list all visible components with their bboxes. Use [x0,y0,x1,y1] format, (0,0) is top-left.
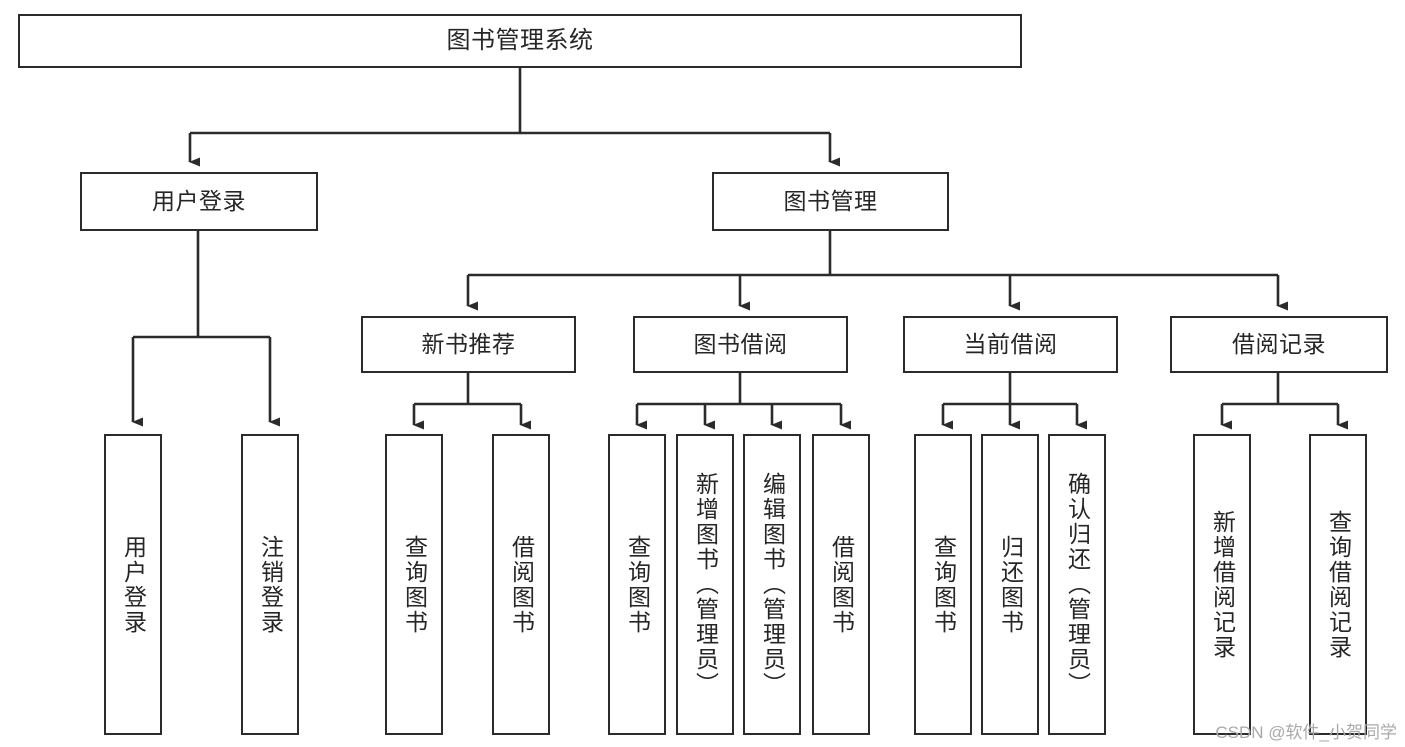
leaf-label: 借阅图书 [828,534,855,635]
leaf-user-login[interactable]: 用户登录 [104,434,162,735]
leaf-label: 新增图书（管理员） [692,472,719,697]
leaf-label: 新增借阅记录 [1209,509,1236,660]
leaf-add-book-admin[interactable]: 新增图书（管理员） [676,434,734,735]
node-label: 用户登录 [152,187,246,214]
leaf-return-book[interactable]: 归还图书 [981,434,1039,735]
leaf-label: 借阅图书 [508,534,535,635]
leaf-borrow-book-borrow[interactable]: 借阅图书 [812,434,870,735]
node-root-system[interactable]: 图书管理系统 [18,14,1022,68]
leaf-label: 注销登录 [257,534,284,635]
node-book-management[interactable]: 图书管理 [712,172,949,231]
node-label: 借阅记录 [1232,330,1326,357]
node-label: 图书管理 [783,187,878,214]
leaf-query-book-recommend[interactable]: 查询图书 [385,434,443,735]
leaf-edit-book-admin[interactable]: 编辑图书（管理员） [743,434,801,735]
leaf-label: 查询图书 [624,534,651,635]
leaf-query-book-borrow[interactable]: 查询图书 [608,434,666,735]
node-book-borrow[interactable]: 图书借阅 [633,316,848,373]
leaf-confirm-return-admin[interactable]: 确认归还（管理员） [1048,434,1106,735]
leaf-label: 查询图书 [401,534,428,635]
csdn-watermark: CSDN @软件_小贺同学 [1215,723,1397,742]
node-borrow-record[interactable]: 借阅记录 [1170,316,1388,373]
leaf-label: 用户登录 [120,534,147,635]
node-label: 图书借阅 [693,330,788,357]
leaf-label: 归还图书 [997,534,1024,635]
leaf-label: 查询借阅记录 [1325,509,1352,660]
node-current-borrow[interactable]: 当前借阅 [903,316,1118,373]
leaf-query-book-current[interactable]: 查询图书 [914,434,972,735]
leaf-label: 查询图书 [930,534,957,635]
leaf-query-borrow-record[interactable]: 查询借阅记录 [1309,434,1367,735]
node-new-book-recommend[interactable]: 新书推荐 [361,316,576,373]
node-label: 图书管理系统 [446,26,594,54]
leaf-add-borrow-record[interactable]: 新增借阅记录 [1193,434,1251,735]
node-label: 新书推荐 [421,330,516,357]
node-user-login[interactable]: 用户登录 [80,172,318,231]
leaf-label: 确认归还（管理员） [1064,472,1091,697]
leaf-label: 编辑图书（管理员） [759,472,786,697]
node-label: 当前借阅 [963,330,1058,357]
leaf-borrow-book-recommend[interactable]: 借阅图书 [492,434,550,735]
leaf-logout-login[interactable]: 注销登录 [241,434,299,735]
